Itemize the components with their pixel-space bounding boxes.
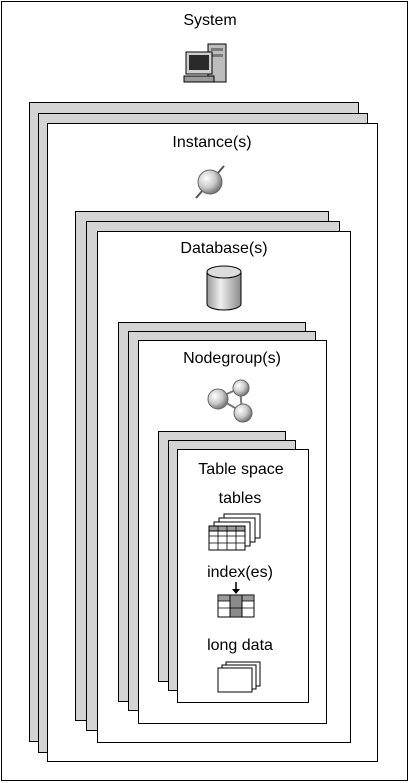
- tablespace-frame: [177, 449, 309, 703]
- sphere-icon: [195, 165, 225, 199]
- tables-label: tables: [218, 490, 262, 507]
- index-label: index(es): [207, 564, 273, 581]
- long-data-label: long data: [207, 637, 273, 654]
- instance-label: Instance(s): [172, 134, 252, 151]
- computer-icon: [183, 43, 227, 83]
- index-icon: [217, 582, 255, 618]
- tablespace-label: Table space: [198, 461, 284, 478]
- nodes-icon: [207, 379, 253, 423]
- long-data-icon: [217, 661, 261, 693]
- nodegroup-label: Nodegroup(s): [183, 350, 281, 367]
- system-label: System: [183, 12, 237, 29]
- database-label: Database(s): [180, 240, 268, 257]
- database-cylinder-icon: [206, 265, 242, 311]
- tables-icon: [208, 513, 261, 551]
